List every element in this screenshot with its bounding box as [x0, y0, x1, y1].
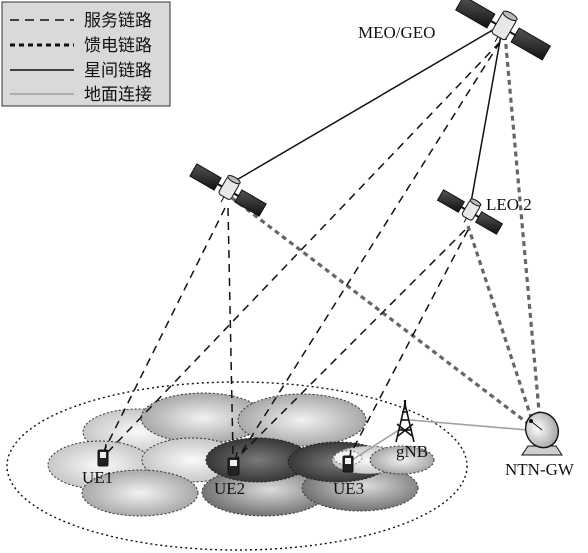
- gnb-tower-icon: [395, 400, 415, 443]
- beam-footprint: [369, 445, 435, 475]
- feeder-link-meo-gw: [503, 34, 542, 423]
- ntn-gateway-dish-icon: [521, 411, 563, 456]
- service-link-meo-ue2: [237, 41, 501, 459]
- service-link-leo2-ue3: [349, 229, 469, 456]
- inter-satellite-links: [227, 23, 504, 209]
- ground-link-gnb-gw: [409, 419, 529, 431]
- feeder-link-leo2-gw: [466, 225, 534, 421]
- meo-geo-satellite-icon: [455, 0, 551, 61]
- ue2-label: UE2: [214, 479, 245, 498]
- ue2-phone-icon: [227, 451, 240, 476]
- leo2-satellite-icon: [436, 189, 504, 235]
- service-link-leo2-ue2: [239, 229, 466, 456]
- legend: 服务链路 馈电链路 星间链路 地面连接: [1, 1, 171, 107]
- service-links: [101, 41, 501, 459]
- service-link-meo-ue1: [104, 41, 501, 456]
- leo1-satellite-icon: [189, 163, 267, 217]
- gnb-label: gNB: [396, 442, 428, 461]
- meo-geo-label: MEO/GEO: [358, 23, 435, 42]
- isl-leo2-meo: [469, 23, 504, 209]
- ntn-gw-label: NTN-GW: [505, 460, 575, 479]
- ground-links: [351, 419, 529, 461]
- legend-feeder-link-label: 馈电链路: [84, 36, 152, 56]
- legend-isl-label: 星间链路: [84, 61, 152, 81]
- ue1-label: UE1: [82, 468, 113, 487]
- beam-footprints: [47, 392, 435, 517]
- ue3-label: UE3: [333, 479, 364, 498]
- isl-leo1-meo: [227, 23, 504, 186]
- feeder-links: [231, 34, 542, 427]
- ue1-phone-icon: [97, 443, 109, 467]
- service-link-leo1-ue1: [101, 207, 226, 456]
- beam-footprint: [81, 469, 199, 517]
- leo2-label: LEO 2: [486, 195, 532, 214]
- ue3-phone-icon: [342, 449, 354, 473]
- ground-link-ue3-gnb: [351, 427, 403, 461]
- coverage-area-ellipse: [6, 381, 468, 551]
- legend-service-link-label: 服务链路: [84, 11, 152, 31]
- legend-ground-link-label: 地面连接: [84, 85, 152, 105]
